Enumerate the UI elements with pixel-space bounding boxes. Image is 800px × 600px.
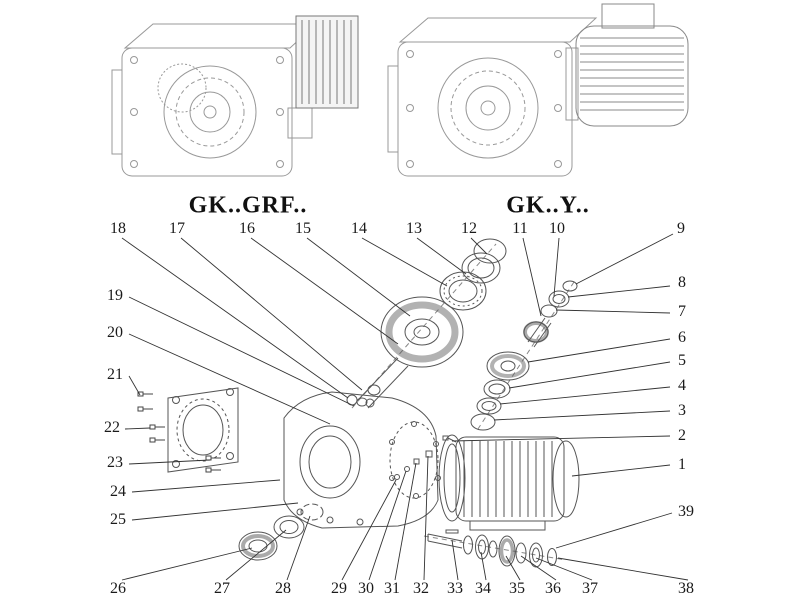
part-number-10: 10 xyxy=(548,220,566,237)
part-number-8: 8 xyxy=(677,274,687,291)
part-number-36: 36 xyxy=(544,580,562,597)
part-number-16: 16 xyxy=(238,220,256,237)
housing-drawing xyxy=(283,391,441,529)
part-number-31: 31 xyxy=(383,580,401,597)
part-number-7: 7 xyxy=(677,303,687,320)
leader-lines xyxy=(121,233,689,581)
flange-plate-drawing xyxy=(137,387,239,473)
part-number-24: 24 xyxy=(109,483,127,500)
part-number-35: 35 xyxy=(508,580,526,597)
part-number-32: 32 xyxy=(412,580,430,597)
part-number-6: 6 xyxy=(677,329,687,346)
output-shaft-drawing xyxy=(427,529,557,568)
part-number-25: 25 xyxy=(109,511,127,528)
part-number-2: 2 xyxy=(677,427,687,444)
part-number-17: 17 xyxy=(168,220,186,237)
part-number-18: 18 xyxy=(109,220,127,237)
part-number-27: 27 xyxy=(213,580,231,597)
part-number-29: 29 xyxy=(330,580,348,597)
part-number-4: 4 xyxy=(677,377,687,394)
gearbox-drawing-y xyxy=(387,3,689,177)
part-number-3: 3 xyxy=(677,402,687,419)
part-number-13: 13 xyxy=(405,220,423,237)
model-label-gk-grf: GK..GRF.. xyxy=(188,192,308,219)
part-number-37: 37 xyxy=(581,580,599,597)
part-number-30: 30 xyxy=(357,580,375,597)
part-number-9: 9 xyxy=(676,220,686,237)
centerlines xyxy=(351,243,575,561)
part-number-11: 11 xyxy=(511,220,529,237)
part-number-1: 1 xyxy=(677,456,687,473)
part-number-38: 38 xyxy=(677,580,695,597)
part-number-23: 23 xyxy=(106,454,124,471)
part-number-15: 15 xyxy=(294,220,312,237)
part-number-26: 26 xyxy=(109,580,127,597)
motor-drawing xyxy=(575,3,689,127)
model-label-gk-y: GK..Y.. xyxy=(506,192,590,219)
part-number-5: 5 xyxy=(677,352,687,369)
part-number-19: 19 xyxy=(106,287,124,304)
exploded-motor-drawing xyxy=(438,434,580,531)
part-number-21: 21 xyxy=(106,366,124,383)
gearbox-drawing-grf xyxy=(111,15,359,177)
exploded-view xyxy=(137,238,580,568)
part-number-39: 39 xyxy=(677,503,695,520)
part-number-28: 28 xyxy=(274,580,292,597)
part-number-12: 12 xyxy=(460,220,478,237)
part-number-20: 20 xyxy=(106,324,124,341)
part-number-34: 34 xyxy=(474,580,492,597)
part-number-33: 33 xyxy=(446,580,464,597)
part-number-14: 14 xyxy=(350,220,368,237)
part-number-22: 22 xyxy=(103,419,121,436)
